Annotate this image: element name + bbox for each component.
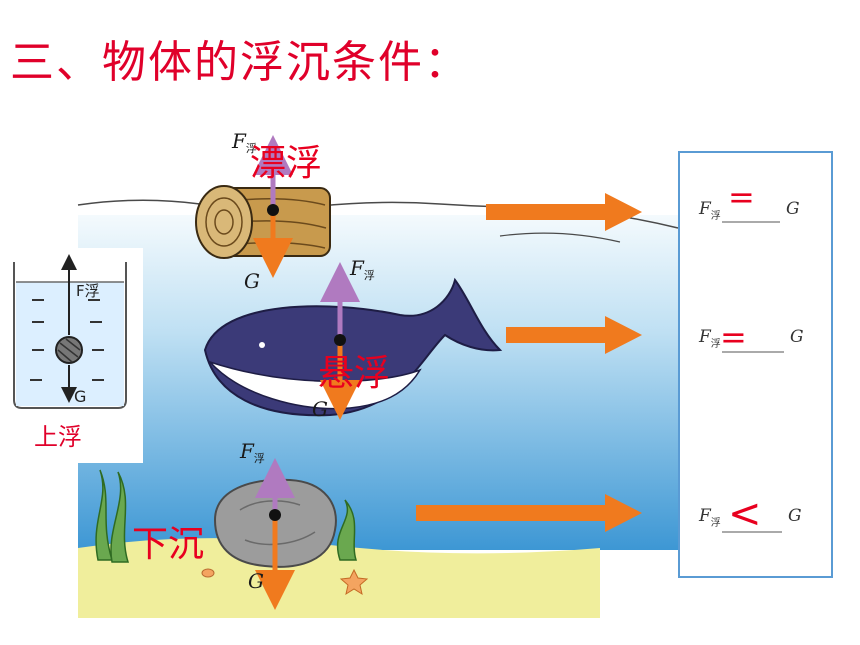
gravity-label: G <box>248 569 264 593</box>
gravity-label: G <box>312 397 328 421</box>
beaker-outline <box>13 262 127 409</box>
buoyant-force-label: F浮 <box>239 439 265 465</box>
buoyant-force-label: F浮 <box>231 129 257 155</box>
condition-row-1: F浮 = G <box>698 178 800 223</box>
beaker-gravity-label: G <box>74 387 86 406</box>
page-title: 三、物体的浮沉条件： <box>10 37 470 88</box>
water-ripple <box>499 232 621 243</box>
beaker-inset: F浮 G 上浮 <box>0 248 143 463</box>
svg-text:F浮: F浮 <box>698 327 721 350</box>
svg-text:F浮: F浮 <box>698 199 721 222</box>
conditions-box: F浮 = G F浮 = G F浮 < G <box>678 151 833 578</box>
arrow-row-3 <box>416 494 642 532</box>
shell-icon <box>201 568 215 578</box>
svg-text:G: G <box>786 199 800 219</box>
buoyant-force-label: F浮 <box>349 256 375 282</box>
state-sink-label: 下沉 <box>132 524 204 565</box>
state-float-label: 漂浮 <box>250 143 322 184</box>
beaker-caption: 上浮 <box>34 423 82 451</box>
state-suspend-label: 悬浮 <box>318 353 390 394</box>
condition-relation: = <box>728 178 755 216</box>
svg-text:G: G <box>788 506 802 526</box>
condition-relation: = <box>720 318 747 356</box>
rock-forces: F浮 G 下沉 <box>132 439 295 610</box>
whale-forces: F浮 G 悬浮 <box>312 256 390 421</box>
center-of-mass <box>267 204 279 216</box>
center-of-mass <box>334 334 346 346</box>
condition-relation: < <box>728 491 762 537</box>
starfish-icon <box>339 568 369 596</box>
center-of-mass <box>269 509 281 521</box>
pointer-arrows <box>416 193 642 532</box>
seaweed-icon <box>95 469 358 563</box>
svg-text:F浮: F浮 <box>698 506 721 529</box>
arrow-row-1 <box>486 193 642 231</box>
sand-floor <box>78 538 600 618</box>
svg-text:G: G <box>790 327 804 347</box>
beaker-buoyant-label: F浮 <box>76 282 100 300</box>
gravity-label: G <box>244 269 260 293</box>
log-floating <box>195 185 331 259</box>
condition-row-3: F浮 < G <box>698 491 802 537</box>
log-forces: F浮 G 漂浮 <box>231 129 322 293</box>
condition-row-2: F浮 = G <box>698 318 804 356</box>
arrow-row-2 <box>506 316 642 354</box>
conditions-border <box>678 151 833 578</box>
